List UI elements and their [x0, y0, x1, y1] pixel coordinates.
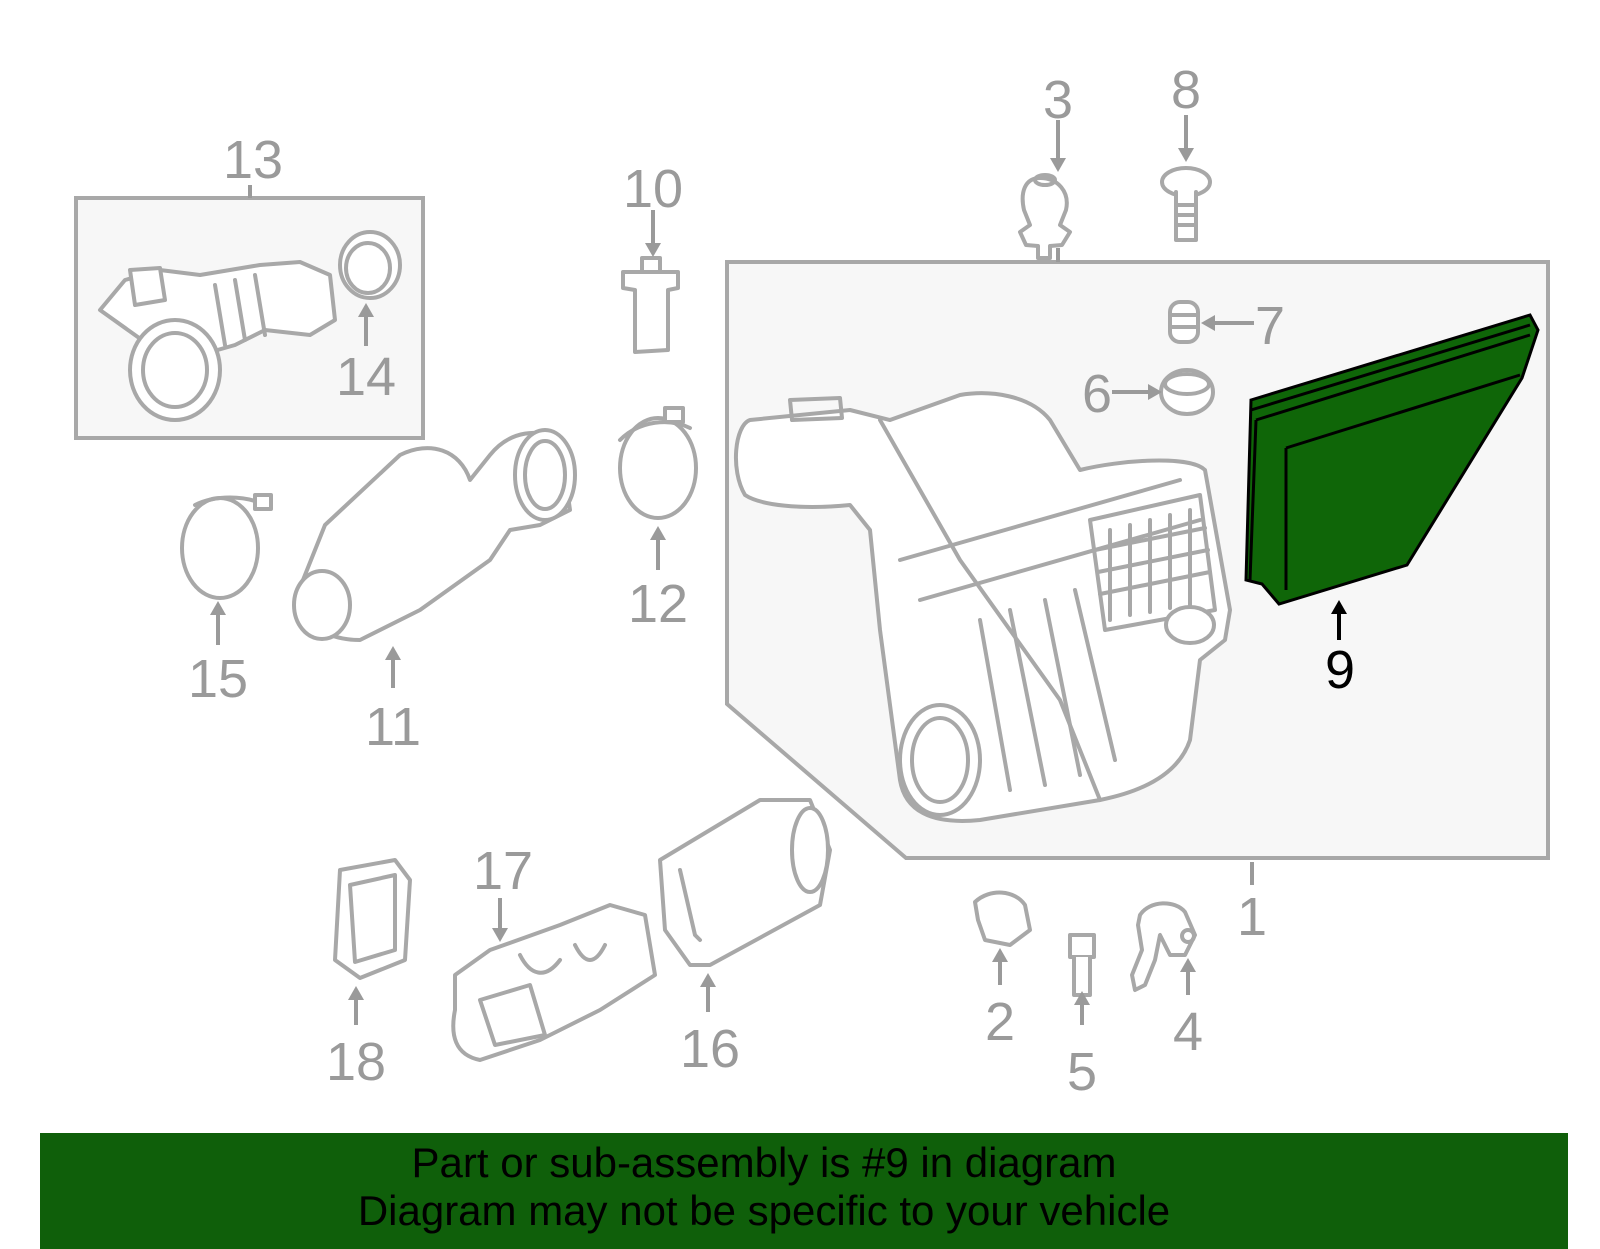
callout-5[interactable]: 5: [1067, 1042, 1097, 1102]
intake-duct[interactable]: [292, 428, 577, 642]
callout-12[interactable]: 12: [628, 574, 688, 634]
air-filter-element[interactable]: [1244, 313, 1540, 606]
hose-clamp[interactable]: [618, 406, 698, 520]
duct-seal[interactable]: [333, 858, 412, 980]
callout-2[interactable]: 2: [985, 992, 1015, 1052]
callout-9[interactable]: 9: [1325, 640, 1355, 700]
callout-13[interactable]: 13: [223, 130, 283, 190]
callout-18[interactable]: 18: [326, 1032, 386, 1092]
clamp-ring[interactable]: [338, 230, 402, 300]
callout-3[interactable]: 3: [1043, 70, 1073, 130]
callout-7[interactable]: 7: [1255, 296, 1285, 356]
mass-air-flow-sensor[interactable]: [621, 256, 680, 354]
part-info-banner: Part or sub-assembly is #9 in diagram Di…: [40, 1133, 1568, 1249]
callout-15[interactable]: 15: [188, 649, 248, 709]
air-inlet-duct[interactable]: [451, 903, 657, 1062]
bolt[interactable]: [1160, 166, 1212, 242]
callout-labels: 1 2 3 4 5 6 7 8 9 10 11 12 13 14 15 16 1…: [188, 60, 1355, 1102]
callout-8[interactable]: 8: [1171, 60, 1201, 120]
grommet-small[interactable]: [1168, 300, 1200, 344]
grommet[interactable]: [1159, 368, 1215, 416]
callout-1[interactable]: 1: [1237, 887, 1267, 947]
callout-4[interactable]: 4: [1173, 1002, 1203, 1062]
callout-6[interactable]: 6: [1082, 364, 1112, 424]
air-cleaner-housing[interactable]: [733, 391, 1232, 823]
banner-part-line: Part or sub-assembly is #9 in diagram: [411, 1139, 1117, 1186]
push-clip[interactable]: [1018, 173, 1072, 260]
mounting-bolt[interactable]: [1068, 933, 1096, 997]
callout-10[interactable]: 10: [623, 159, 683, 219]
callout-16[interactable]: 16: [680, 1019, 740, 1079]
intake-duct-lower[interactable]: [658, 798, 832, 967]
callout-11[interactable]: 11: [365, 697, 421, 757]
callout-14[interactable]: 14: [336, 347, 396, 407]
hose-clamp-2[interactable]: [180, 493, 273, 600]
callout-17[interactable]: 17: [473, 841, 533, 901]
leader-lines: [210, 115, 1347, 1025]
intake-tube-with-clamps[interactable]: [98, 260, 337, 422]
banner-disclaimer-line: Diagram may not be specific to your vehi…: [357, 1187, 1171, 1234]
mounting-bracket[interactable]: [1130, 901, 1197, 992]
retainer-clip[interactable]: [973, 890, 1032, 947]
